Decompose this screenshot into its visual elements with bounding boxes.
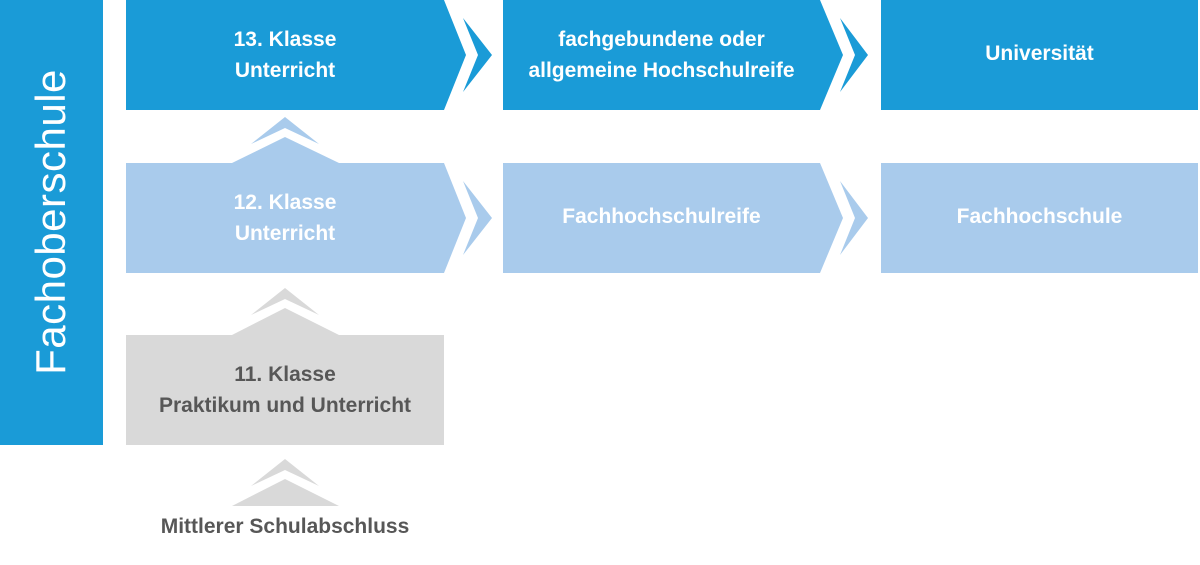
- side-bar-fachoberschule: Fachoberschule: [0, 0, 103, 445]
- label-line: Universität: [985, 41, 1094, 65]
- label-fachhochschulreife: Fachhochschulreife: [503, 163, 820, 269]
- box-11-klasse: [126, 335, 444, 445]
- chevron-up-icon: [251, 117, 319, 144]
- label-line: 13. Klasse: [233, 28, 337, 51]
- entry-label-mittlerer-schulabschluss: Mittlerer Schulabschluss: [160, 515, 410, 538]
- label-line: 11. Klasse: [234, 363, 336, 386]
- box-fachhochschulreife: [503, 163, 843, 273]
- chevron-up-icon: [232, 308, 339, 335]
- chevron-right-icon: [840, 181, 868, 255]
- label-universitaet: Universität: [881, 0, 1198, 106]
- chevron-up-icon: [232, 137, 339, 163]
- label-fachhochschule: Fachhochschule: [881, 163, 1198, 269]
- label-line: Unterricht: [234, 59, 336, 82]
- label-12-klasse: 12. Klasse Unterricht: [126, 163, 444, 273]
- label-line: Praktikum und Unterricht: [158, 394, 412, 417]
- box-universitaet: [881, 0, 1198, 110]
- label-11-klasse: 11. Klasse Praktikum und Unterricht: [126, 335, 444, 445]
- chevron-right-icon: [463, 181, 492, 255]
- chevron-up-icon: [251, 288, 319, 315]
- box-hochschulreife: [503, 0, 843, 110]
- chevron-up-icon: [251, 459, 319, 486]
- label-13-klasse: 13. Klasse Unterricht: [126, 0, 444, 110]
- label-line: Fachhochschulreife: [562, 204, 761, 228]
- label-line: allgemeine Hochschulreife: [528, 59, 795, 82]
- label-line: Unterricht: [234, 222, 336, 245]
- label-line: Fachhochschule: [956, 204, 1123, 228]
- chevron-right-icon: [840, 18, 868, 92]
- chevron-up-icon: [232, 479, 339, 506]
- box-12-klasse: [126, 163, 466, 273]
- box-13-klasse: [126, 0, 466, 110]
- label-line: 12. Klasse: [233, 191, 337, 214]
- label-line: fachgebundene oder: [558, 28, 765, 51]
- label-hochschulreife: fachgebundene oder allgemeine Hochschulr…: [503, 0, 820, 110]
- box-fachhochschule: [881, 163, 1198, 273]
- chevron-right-icon: [463, 18, 492, 92]
